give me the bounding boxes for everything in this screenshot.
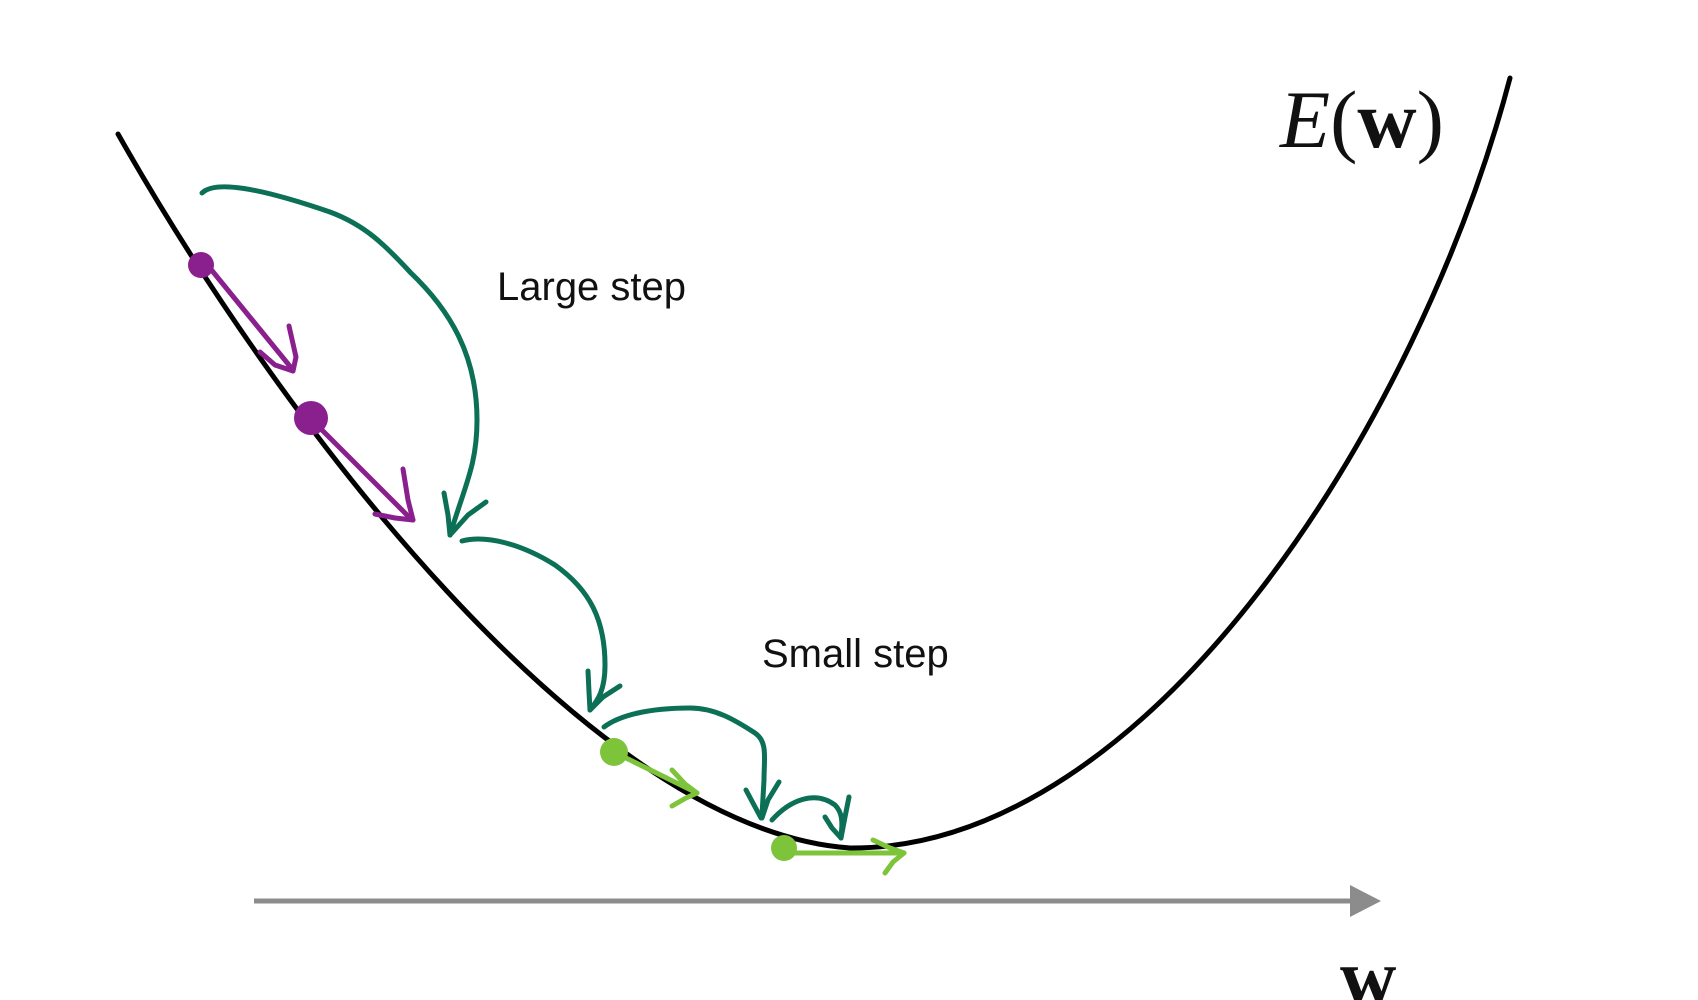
small-step-gradient-arrow-1 [619, 753, 700, 809]
large-step-hops [199, 184, 623, 713]
function-open-paren: ( [1330, 74, 1357, 165]
large-hop-arrow-1 [199, 184, 489, 538]
small-step-hops [601, 705, 852, 841]
small-step-label: Small step [762, 632, 949, 676]
small-step-markers [600, 738, 907, 876]
large-step-markers [188, 252, 416, 523]
small-step-point-2 [771, 835, 797, 861]
large-hop-arrow-2 [459, 536, 623, 713]
function-name: E [1279, 74, 1330, 165]
large-step-label: Large step [497, 265, 686, 309]
large-step-gradient-arrow-2 [317, 425, 416, 523]
function-argument: w [1357, 74, 1416, 165]
w-axis [254, 885, 1381, 917]
large-step-gradient-arrow-1 [202, 259, 299, 374]
small-step-gradient-arrow-2 [789, 837, 907, 876]
large-step-point-1 [188, 252, 214, 278]
function-label: E(w) [1279, 74, 1444, 165]
small-step-point-1 [600, 738, 628, 766]
function-close-paren: ) [1417, 74, 1444, 165]
axis-label: w [1340, 933, 1396, 1000]
w-axis-arrowhead [1350, 885, 1381, 917]
small-hop-arrow-1 [601, 705, 782, 821]
small-hop-arrow-2 [769, 794, 852, 841]
loss-curve [115, 75, 1513, 851]
